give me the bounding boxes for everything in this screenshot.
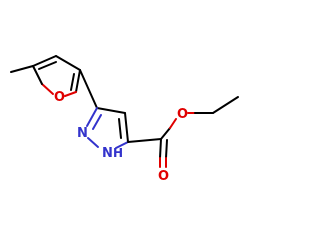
carbonyl-oxygen-label: O [158, 169, 169, 184]
bond-furan-c3-c2 [75, 69, 81, 93]
bond-furan-c5-c4 [32, 55, 57, 67]
bond-furan-pyrazole [79, 69, 98, 109]
bond-furan-c5-c4-double [38, 61, 57, 70]
bond-carbonyl-c-o-double-1 [159, 138, 162, 159]
bond-pyrazole-c4-c5 [124, 112, 129, 143]
bond-pyrazole-nh-n [87, 137, 99, 148]
bond-furan-c2-o [64, 91, 77, 97]
pyrazole-n1-label: N [77, 126, 88, 141]
molecule-structure-diagram: O N N H O O [10, 55, 239, 184]
ester-oxygen-label: O [177, 107, 188, 122]
furan-oxygen-label: O [54, 90, 65, 105]
bond-ch2-ch3 [212, 96, 239, 114]
pyrazole-nh-nitrogen-label: N [102, 146, 113, 161]
bond-carbonyl-c-ester-o [160, 127, 171, 140]
bond-c5-carbonyl-carbon [127, 138, 162, 143]
bond-carbonyl-c-ester-o-b [169, 118, 177, 129]
bond-methyl-furan [10, 65, 34, 73]
bond-carbonyl-c-o-double-2 [165, 139, 168, 159]
bonds [10, 55, 239, 168]
pyrazole-nh-hydrogen-label: H [113, 146, 123, 160]
bond-pyrazole-c3-c4 [96, 107, 126, 114]
bond-pyrazole-n-c3-double [92, 114, 102, 130]
bond-pyrazole-n-c3 [86, 107, 98, 127]
bond-pyrazole-c4-c5-double [118, 118, 122, 139]
bond-furan-c3-c2-double [70, 73, 75, 91]
atom-labels: O N N H O O [54, 90, 188, 184]
bond-pyrazole-c5-nh [115, 141, 129, 149]
bond-furan-o-c5 [41, 83, 54, 95]
bond-furan-c4-c3 [55, 55, 81, 71]
bond-furan-c5-down [32, 65, 43, 85]
